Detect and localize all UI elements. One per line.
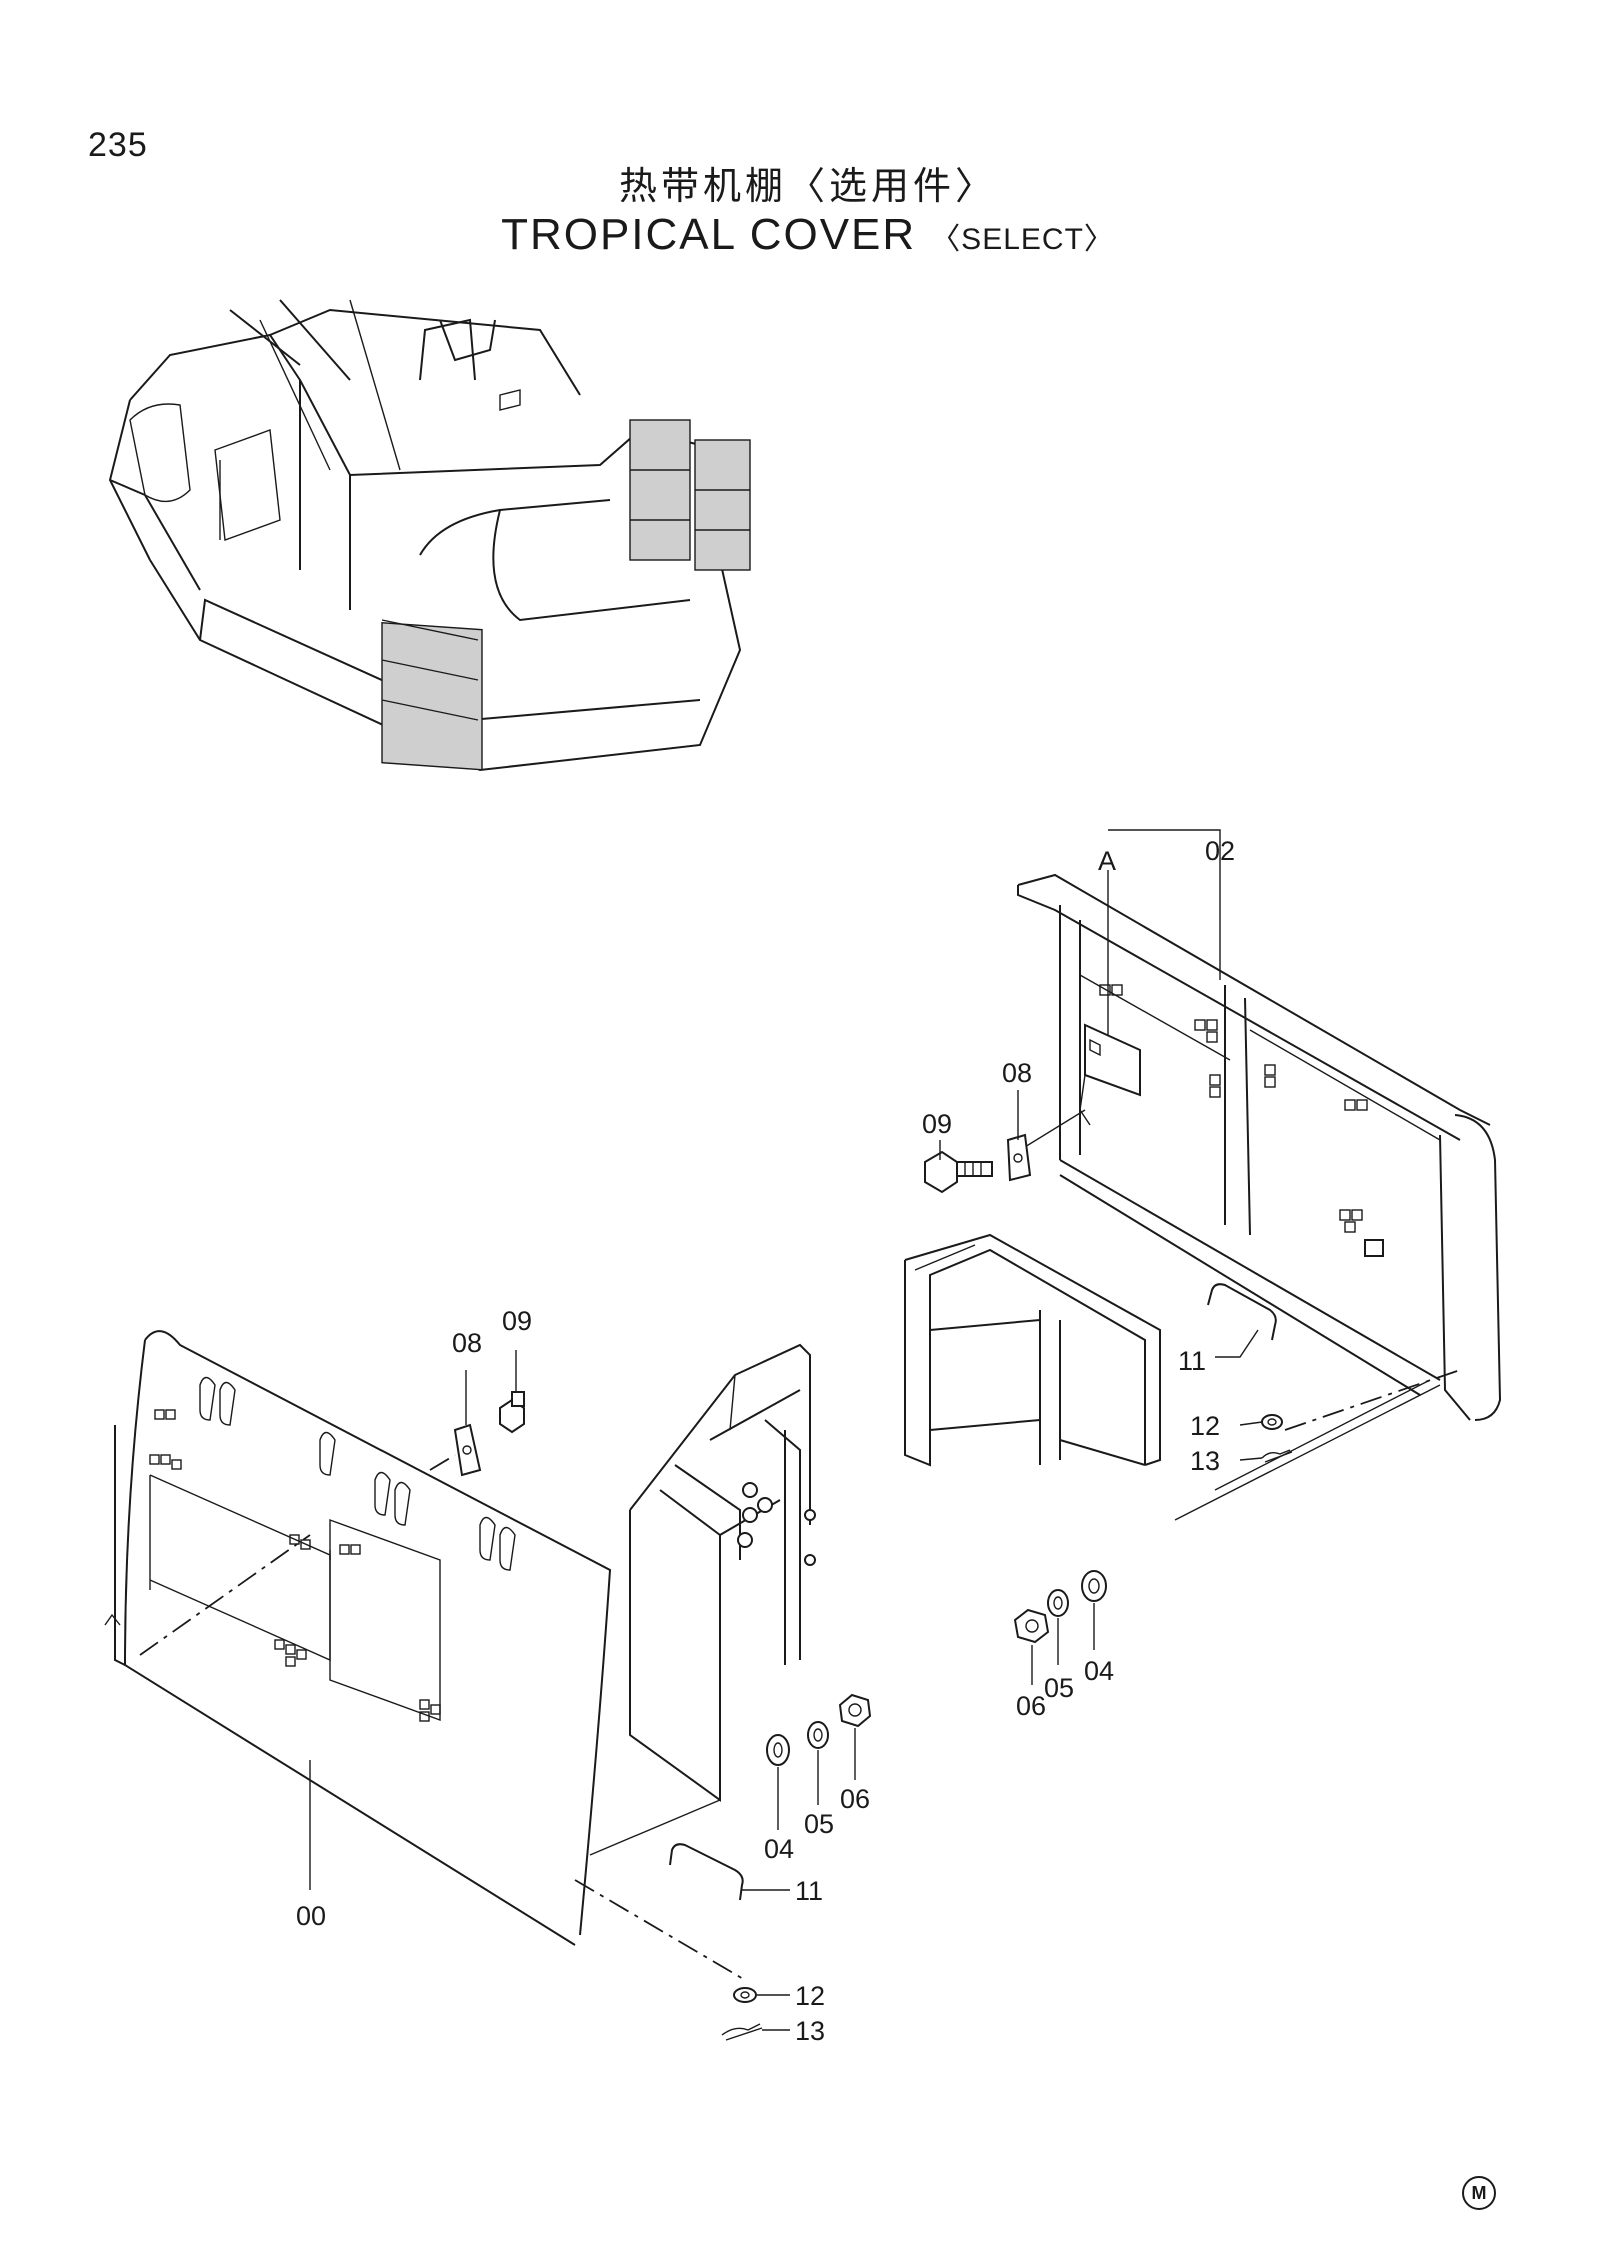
part-callouts: A 02 08 09 09 08 11 12 13 06 05 04 04 05… [296, 836, 1235, 2046]
callout-13-upper: 13 [1190, 1446, 1220, 1476]
callout-06-left: 06 [840, 1784, 870, 1814]
callout-09-lower: 09 [502, 1306, 532, 1336]
bracket-08-lower [453, 1423, 482, 1477]
callout-00: 00 [296, 1901, 326, 1931]
spring-washer-05-right [1047, 1589, 1069, 1617]
bracket-08-upper [1006, 1133, 1032, 1182]
title-english-suffix: 〈SELECT〉 [930, 223, 1115, 256]
callout-11-upper: 11 [1178, 1346, 1206, 1376]
corner-mark: M [1462, 2176, 1496, 2210]
support-frame-right [904, 1233, 1441, 1521]
front-cover-panel-00 [104, 1330, 612, 1946]
callout-06-right: 06 [1016, 1691, 1046, 1721]
bolt-09-lower [499, 1391, 525, 1434]
washer-04-left [766, 1734, 790, 1766]
callout-a: A [1098, 846, 1116, 876]
nut-06-right [1013, 1608, 1050, 1644]
callout-05-left: 05 [804, 1809, 834, 1839]
callout-13-lower: 13 [795, 2016, 825, 2046]
leader-lines [465, 1090, 1263, 2031]
hardware-parts [429, 1133, 1461, 2041]
callout-12-lower: 12 [795, 1981, 825, 2011]
title-chinese: 热带机棚〈选用件〉 [618, 164, 997, 208]
rear-cover-frame-02 [1017, 829, 1502, 1421]
title-english: TROPICAL COVER 〈SELECT〉 [0, 210, 1616, 260]
page-number: 235 [88, 126, 148, 164]
washer-04-right [1081, 1570, 1107, 1602]
callout-08-upper: 08 [1002, 1058, 1032, 1088]
callout-09-upper: 09 [922, 1109, 952, 1139]
callout-05-right: 05 [1044, 1673, 1074, 1703]
nut-06-left [838, 1693, 872, 1728]
callout-11-lower: 11 [795, 1876, 823, 1906]
callout-12-upper: 12 [1190, 1411, 1220, 1441]
title-english-main: TROPICAL COVER [501, 210, 917, 259]
bolt-09-upper [924, 1150, 993, 1194]
callout-02: 02 [1205, 836, 1235, 866]
spring-washer-05-left [807, 1721, 829, 1749]
excavator-overview-illustration [108, 299, 751, 772]
callout-04-left: 04 [764, 1834, 794, 1864]
callout-08-lower: 08 [452, 1328, 482, 1358]
callout-04-right: 04 [1084, 1656, 1114, 1686]
support-frame-left [589, 1343, 816, 1856]
